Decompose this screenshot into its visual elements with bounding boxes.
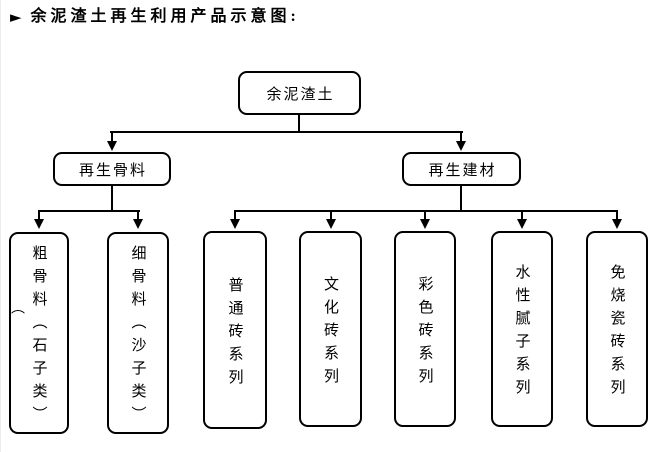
node-label: 再生骨料 — [78, 162, 147, 179]
node-label: 细骨料（沙子类） — [129, 245, 146, 429]
connector-drop-brick3 — [424, 210, 426, 220]
node-label: 免烧瓷砖系列 — [608, 264, 625, 402]
flowchart-node-coarse-aggregate: （ 粗骨料（石子类） — [9, 232, 69, 434]
arrow-down-icon — [34, 219, 44, 229]
title-row: ► 余泥渣土再生利用产品示意图: — [10, 6, 300, 28]
connector-drop-tile — [616, 210, 618, 220]
connector-materials-stub — [460, 186, 462, 212]
flowchart-node-unfired-tile: 免烧瓷砖系列 — [586, 231, 648, 427]
stray-paren-glyph: （ — [9, 300, 24, 314]
connector-drop-brick2 — [330, 210, 332, 220]
arrow-down-icon — [230, 219, 240, 229]
connector-drop-brick1 — [234, 210, 236, 220]
node-label: 文化砖系列 — [322, 275, 338, 391]
flowchart-node-water-putty: 水性腻子系列 — [491, 231, 553, 427]
connector-aggregate-stub — [111, 186, 113, 212]
arrow-down-icon — [107, 141, 117, 151]
flowchart-node-color-brick: 彩色砖系列 — [394, 231, 456, 427]
flowchart-node-materials: 再生建材 — [402, 152, 521, 186]
node-label: 水性腻子系列 — [513, 264, 530, 402]
connector-materials-hline — [234, 210, 618, 212]
flowchart-node-root: 余泥渣土 — [238, 71, 361, 115]
node-label: 粗骨料（石子类） — [30, 245, 47, 429]
arrow-down-icon — [420, 219, 430, 229]
play-triangle-icon: ► — [10, 8, 22, 26]
flowchart-node-culture-brick: 文化砖系列 — [299, 231, 362, 427]
connector-root-stub — [298, 115, 300, 133]
arrow-down-icon — [326, 219, 336, 229]
connector-aggregate-hline — [38, 210, 140, 212]
connector-drop-materials — [460, 131, 462, 142]
node-label: 余泥渣土 — [266, 86, 335, 103]
flowchart-node-common-brick: 普通砖系列 — [203, 231, 267, 429]
connector-drop-coarse — [38, 210, 40, 220]
flowchart-node-aggregate: 再生骨料 — [53, 152, 171, 186]
arrow-down-icon — [456, 141, 466, 151]
connector-drop-fine — [137, 210, 139, 220]
node-label: 普通砖系列 — [226, 276, 243, 392]
node-label: 彩色砖系列 — [416, 275, 433, 391]
connector-drop-aggregate — [111, 131, 113, 142]
arrow-down-icon — [517, 219, 527, 229]
page-title: 余泥渣土再生利用产品示意图: — [30, 8, 300, 25]
node-label: 再生建材 — [428, 162, 497, 179]
arrow-down-icon — [612, 219, 622, 229]
connector-drop-putty — [521, 210, 523, 220]
arrow-down-icon — [133, 219, 143, 229]
flowchart-node-fine-aggregate: 细骨料（沙子类） — [107, 232, 169, 434]
connector-level2-hline — [110, 131, 463, 133]
